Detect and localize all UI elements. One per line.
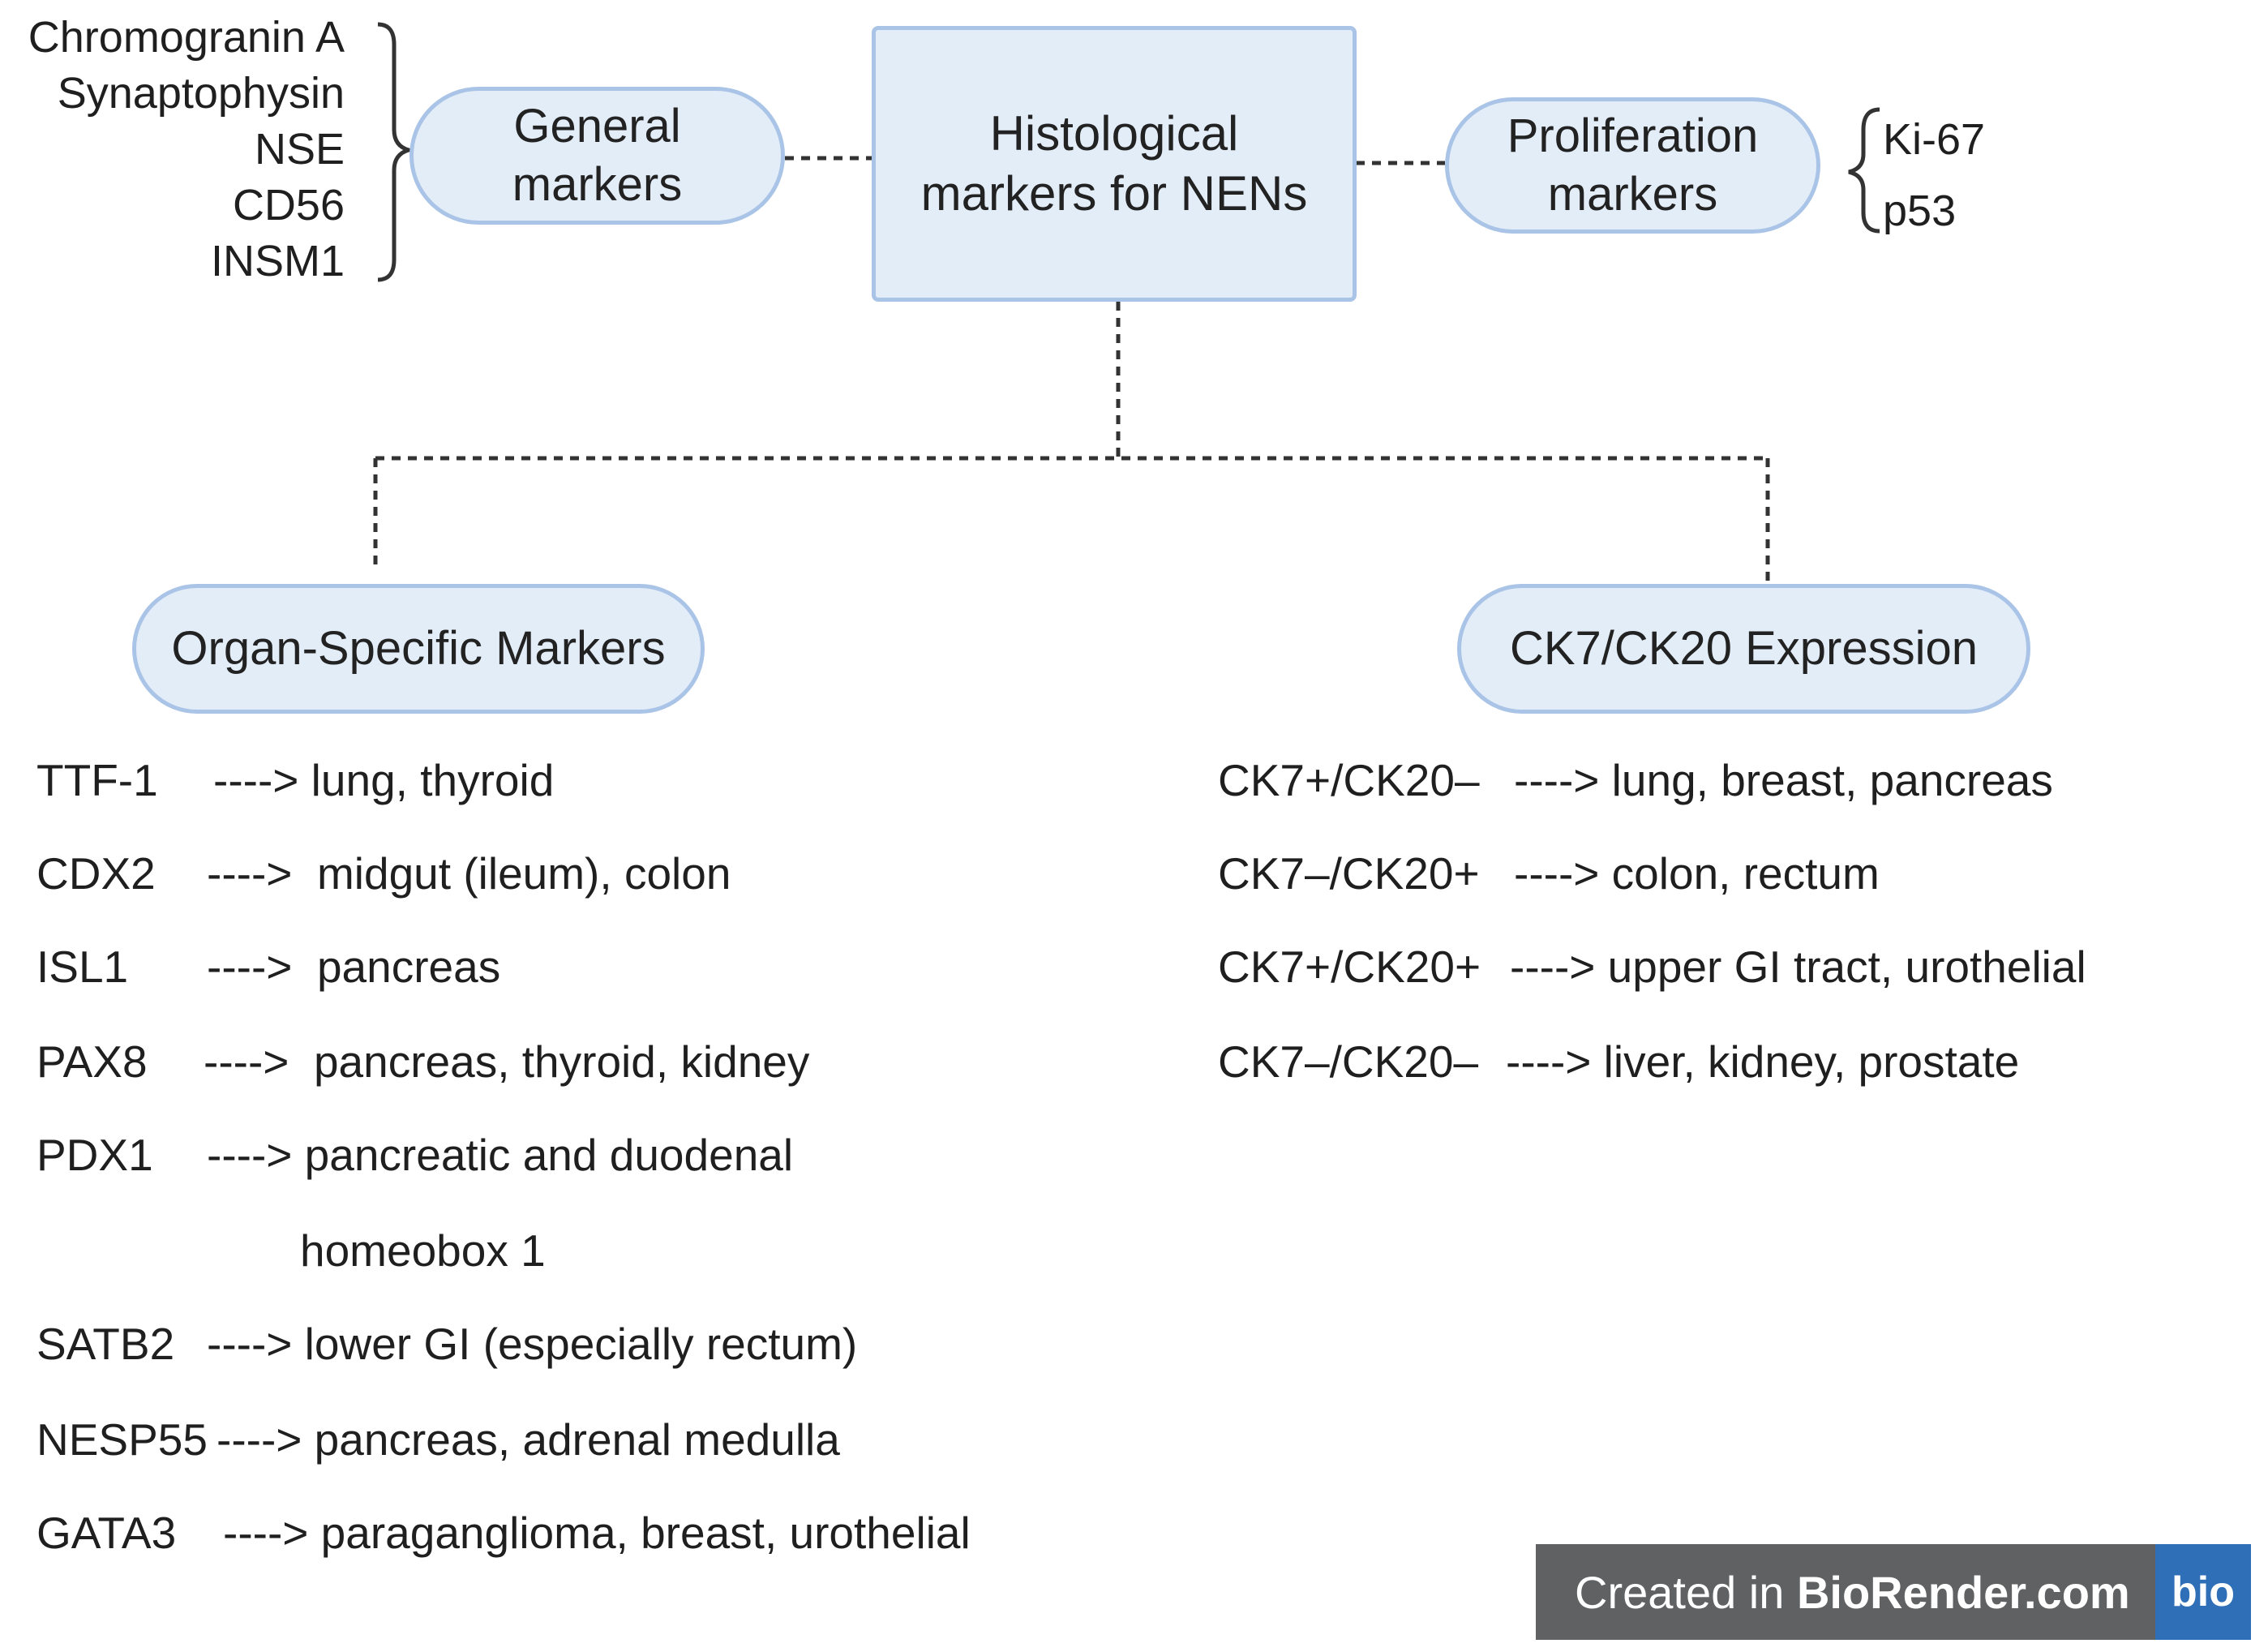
arrow-text: ----> xyxy=(1506,1036,1592,1087)
ck-target: lung, breast, pancreas xyxy=(1611,755,2053,805)
ck-pattern: CK7+/CK20– xyxy=(1218,755,1480,805)
organ-target: homeobox 1 xyxy=(300,1225,546,1276)
badge-text: Created in BioRender.com xyxy=(1536,1566,2130,1619)
arrow-text: ----> xyxy=(1510,942,1596,992)
organ-marker: TTF-1 xyxy=(36,755,158,805)
ck-expression-label: CK7/CK20 Expression xyxy=(1509,622,1979,675)
organ-marker: ISL1 xyxy=(36,942,129,992)
general-marker-item: Synaptophysin xyxy=(57,69,345,118)
general-marker-item: NSE xyxy=(254,125,345,174)
organ-marker: PDX1 xyxy=(36,1130,153,1180)
ck-pattern: CK7–/CK20+ xyxy=(1218,848,1480,899)
general-marker-item: CD56 xyxy=(232,181,345,230)
arrow-text: ----> xyxy=(207,1319,293,1369)
organ-target: pancreas xyxy=(316,942,501,992)
general-marker-item: Chromogranin A xyxy=(28,13,345,62)
ck-target: upper GI tract, urothelial xyxy=(1607,942,2086,992)
organ-target: midgut (ileum), colon xyxy=(316,848,731,899)
organ-target: pancreatic and duodenal xyxy=(304,1130,794,1180)
organ-marker: NESP55 xyxy=(36,1414,208,1465)
biorender-badge[interactable]: Created in BioRender.com bio xyxy=(1536,1544,2251,1640)
general-markers-node: General markers xyxy=(409,87,785,225)
histological-markers-node: Histological markers for NENs xyxy=(872,26,1357,302)
arrow-text: ----> xyxy=(204,1036,289,1087)
badge-brand: BioRender.com xyxy=(1796,1566,2130,1618)
proliferation-brace xyxy=(1848,107,1880,234)
ck-pattern: CK7–/CK20– xyxy=(1218,1036,1479,1087)
arrow-text: ----> xyxy=(207,848,293,899)
general-brace xyxy=(377,22,417,282)
organ-marker: GATA3 xyxy=(36,1508,177,1558)
general-marker-item: INSM1 xyxy=(210,237,345,285)
center-box-label: Histological markers for NENs xyxy=(920,106,1308,221)
organ-marker: PAX8 xyxy=(36,1036,148,1087)
organ-marker: CDX2 xyxy=(36,848,156,899)
proliferation-markers-list: Ki-67 p53 xyxy=(1883,104,1985,247)
arrow-text: ----> xyxy=(207,1130,293,1180)
ck-pattern: CK7+/CK20+ xyxy=(1218,942,1481,992)
ck-expression-node: CK7/CK20 Expression xyxy=(1457,584,2030,714)
arrow-text: ----> xyxy=(223,1508,309,1558)
proliferation-marker-item: Ki-67 xyxy=(1883,115,1986,164)
arrow-text: ----> xyxy=(207,942,293,992)
arrow-text: ----> xyxy=(1514,755,1600,805)
organ-specific-markers-node: Organ-Specific Markers xyxy=(132,584,705,714)
general-markers-label: General markers xyxy=(512,100,683,211)
general-markers-list: Chromogranin A Synaptophysin NSE CD56 IN… xyxy=(28,10,345,290)
organ-target: lung, thyroid xyxy=(311,755,555,805)
organ-specific-label: Organ-Specific Markers xyxy=(171,622,666,675)
arrow-text: ----> xyxy=(217,1414,302,1465)
organ-target: paraganglioma, breast, urothelial xyxy=(320,1508,971,1558)
arrow-text: ----> xyxy=(213,755,299,805)
proliferation-marker-item: p53 xyxy=(1883,187,1957,235)
biorender-logo-icon: bio xyxy=(2155,1544,2251,1640)
proliferation-markers-label: Proliferation markers xyxy=(1507,109,1759,221)
proliferation-markers-node: Proliferation markers xyxy=(1445,97,1820,234)
organ-target: pancreas, thyroid, kidney xyxy=(313,1036,810,1087)
ck-target: liver, kidney, prostate xyxy=(1603,1036,2020,1087)
arrow-text: ----> xyxy=(1514,848,1600,899)
organ-target: pancreas, adrenal medulla xyxy=(314,1414,840,1465)
ck-target: colon, rectum xyxy=(1611,848,1880,899)
organ-target: lower GI (especially rectum) xyxy=(304,1319,858,1369)
badge-prefix: Created in xyxy=(1575,1566,1797,1618)
organ-marker: SATB2 xyxy=(36,1319,175,1369)
